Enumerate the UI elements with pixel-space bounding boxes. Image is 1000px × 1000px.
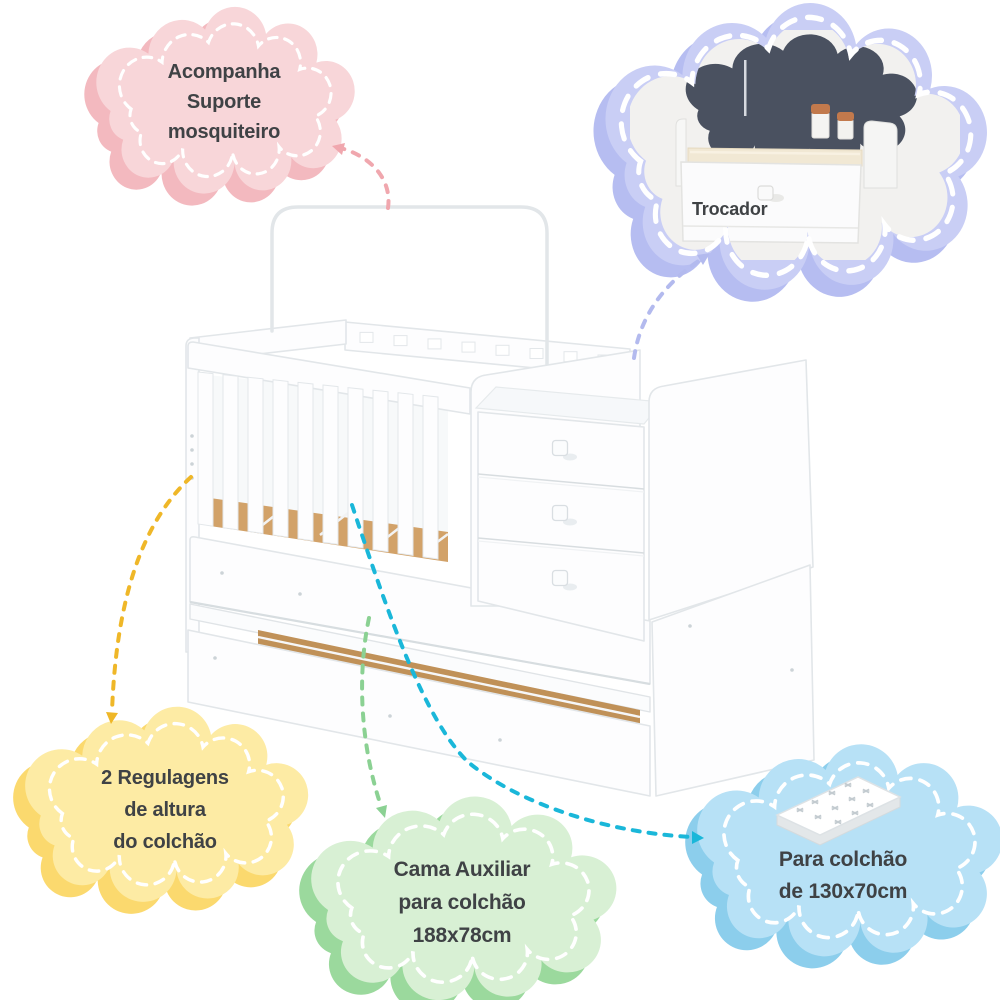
trocador-pad-highlight (689, 150, 861, 156)
feature-cloud-mosquito-net: Acompanha Suporte mosquiteiro (84, 6, 355, 206)
cloud-text-line: Acompanha (168, 61, 282, 83)
mattress-quilting (796, 782, 874, 825)
aux-wood-gap (257, 635, 641, 719)
bed-base-front-panel (189, 536, 651, 685)
crib-slat (372, 389, 389, 553)
screw-dot (388, 714, 392, 718)
mattress-top (775, 776, 902, 836)
drawer-knob (551, 504, 569, 522)
base-shadow-line (189, 600, 651, 686)
crib-slat (247, 376, 264, 535)
trocador-net-post (744, 60, 747, 116)
crib-illustration (185, 205, 815, 797)
crib-slat (322, 384, 339, 545)
arrow-mattress-height (110, 475, 193, 714)
arrowhead (692, 831, 704, 844)
screw-dot (220, 571, 224, 575)
crib-slat (197, 371, 214, 527)
arrowhead (332, 143, 345, 155)
crib-slats (197, 371, 439, 560)
cream-jars-icon (811, 104, 854, 140)
cloud-text-line: de 130x70cm (779, 880, 908, 903)
screw-dot (790, 668, 794, 672)
cloud-text-line: de altura (124, 799, 207, 821)
arrow-mosquito-net (342, 147, 391, 210)
crib-slat (397, 392, 414, 556)
mattress-icon (775, 776, 902, 846)
drawer-gaps (477, 473, 645, 554)
cloud-text-line: Suporte (187, 91, 261, 113)
trocador-drawer (680, 161, 862, 244)
cloud-text-line: do colchão (113, 831, 217, 853)
screw-dot (298, 592, 302, 596)
callout-arrows (106, 143, 710, 844)
arrowhead (697, 253, 710, 265)
drawer-gap-highlights (477, 476, 645, 557)
screw-dot (498, 738, 502, 742)
crib-slat (347, 387, 364, 549)
feature-cloud-changing-table: Trocador (593, 3, 987, 302)
arrow-auxiliary-bed (360, 616, 383, 808)
trocador-right-rail (863, 120, 898, 189)
crib-slat (297, 381, 314, 542)
screw-dot (688, 624, 692, 628)
arrow-mattress-size (350, 503, 694, 839)
cloud-text-line: Para colchão (779, 848, 907, 871)
crib-slat (422, 394, 439, 560)
changing-right-panel (648, 359, 814, 621)
trocador-drawer-gap (682, 225, 859, 229)
cloud-text-line: 188x78cm (413, 924, 512, 947)
feature-cloud-auxiliary-bed: Cama Auxiliar para colchão 188x78cm (299, 796, 617, 1000)
right-foot-box (651, 564, 815, 797)
screw-dot (213, 656, 217, 660)
cloud-text-line: mosquiteiro (168, 121, 280, 143)
drawer-knob (551, 439, 569, 457)
aux-drawer-rim (189, 603, 651, 713)
trocador-knob (757, 185, 774, 201)
drawer-knobs (551, 439, 577, 591)
drawer-knob (551, 569, 569, 587)
mosquito-net-frame (270, 205, 549, 472)
aux-drawer-front-panel (187, 629, 651, 797)
cloud-text-line: para colchão (398, 891, 525, 914)
arrowhead (376, 805, 387, 818)
feature-cloud-mattress-height: 2 Regulagens de altura do colchão (13, 706, 309, 914)
arrowhead (106, 712, 118, 724)
trocador-label: Trocador (692, 199, 768, 219)
cloud-text-line: Cama Auxiliar (394, 858, 531, 881)
feature-cloud-mattress-size: Para colchão de 130x70cm (685, 744, 1000, 969)
cloud-text-line: 2 Regulagens (101, 767, 229, 789)
crib-slat (272, 379, 289, 538)
crib-slat (222, 374, 239, 531)
